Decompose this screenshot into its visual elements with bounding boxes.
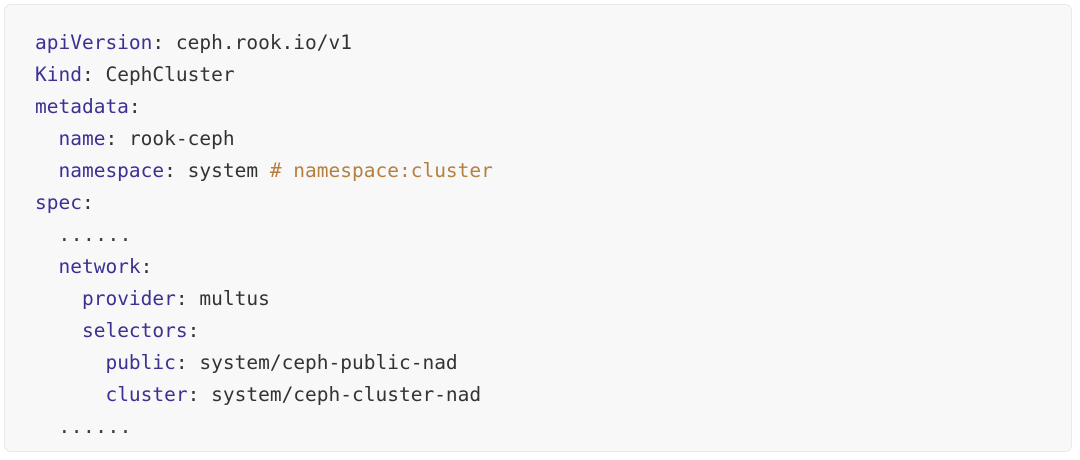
yaml-key: provider — [81, 287, 176, 310]
yaml-key: name — [58, 127, 106, 150]
code-line: apiVersion: ceph.rook.io/v1 — [35, 27, 1071, 59]
yaml-key: namespace — [58, 159, 165, 182]
yaml-colon: : — [128, 95, 141, 118]
yaml-colon: : — [187, 319, 200, 342]
code-line: metadata: — [35, 91, 1071, 123]
elision-dots: ...... — [58, 415, 132, 438]
line-indent — [35, 159, 58, 182]
yaml-key: cluster — [105, 383, 188, 406]
line-indent — [35, 383, 105, 406]
yaml-key: spec — [35, 191, 82, 214]
yaml-colon: : — [164, 159, 176, 182]
line-indent — [35, 351, 105, 374]
line-indent — [35, 127, 58, 150]
line-indent — [35, 415, 58, 438]
yaml-value: multus — [187, 287, 270, 310]
yaml-colon: : — [81, 191, 94, 214]
yaml-key: selectors — [81, 319, 188, 342]
elision-dots: ...... — [58, 223, 132, 246]
yaml-key: network — [58, 255, 141, 278]
yaml-key: metadata — [35, 95, 129, 118]
code-line: namespace: system # namespace:cluster — [35, 155, 1071, 187]
yaml-colon: : — [152, 31, 165, 54]
code-line: name: rook-ceph — [35, 123, 1071, 155]
code-line: spec: — [35, 187, 1071, 219]
yaml-key: public — [105, 351, 176, 374]
yaml-value: ceph.rook.io/v1 — [164, 31, 352, 54]
yaml-colon: : — [81, 63, 94, 86]
code-line: ...... — [35, 219, 1071, 251]
code-line: Kind: CephCluster — [35, 59, 1071, 91]
yaml-value: system — [175, 159, 270, 182]
code-line: cluster: system/ceph-cluster-nad — [35, 379, 1071, 411]
line-indent — [35, 223, 58, 246]
yaml-colon: : — [175, 287, 188, 310]
yaml-value: rook-ceph — [117, 127, 235, 150]
yaml-value: CephCluster — [93, 63, 235, 86]
yaml-colon: : — [140, 255, 153, 278]
yaml-colon: : — [175, 351, 188, 374]
line-indent — [35, 287, 82, 310]
yaml-colon: : — [105, 127, 118, 150]
code-line: public: system/ceph-public-nad — [35, 347, 1071, 379]
yaml-key: apiVersion — [35, 31, 153, 54]
code-line: provider: multus — [35, 283, 1071, 315]
code-line: network: — [35, 251, 1071, 283]
yaml-colon: : — [187, 383, 200, 406]
line-indent — [35, 255, 58, 278]
yaml-value: system/ceph-public-nad — [187, 351, 458, 374]
yaml-key: Kind — [35, 63, 82, 86]
yaml-value: system/ceph-cluster-nad — [199, 383, 482, 406]
code-line: selectors: — [35, 315, 1071, 347]
code-line: ...... — [35, 411, 1071, 443]
yaml-comment: # namespace:cluster — [269, 159, 493, 182]
line-indent — [35, 319, 82, 342]
